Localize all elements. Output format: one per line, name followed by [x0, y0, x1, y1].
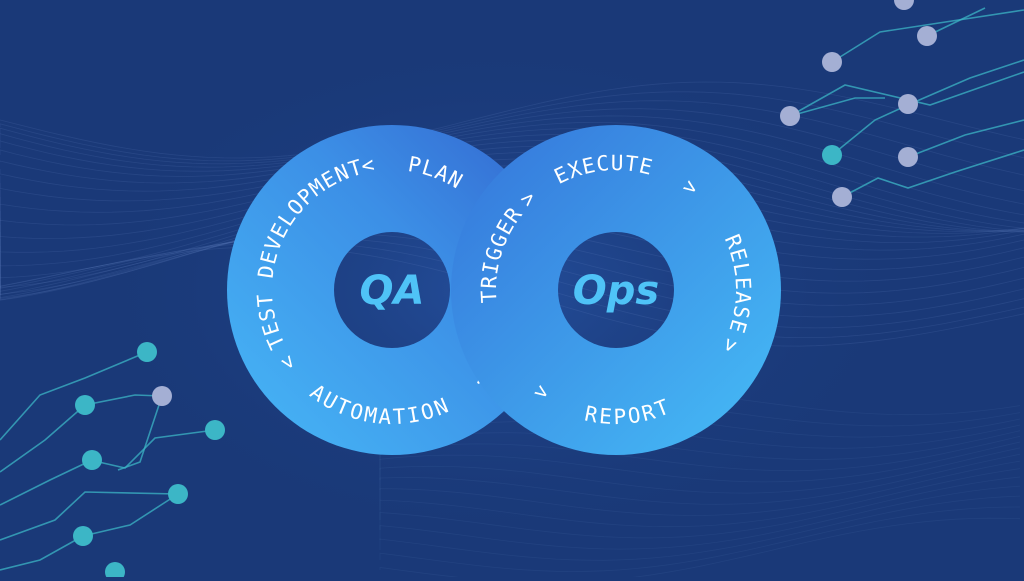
circuit-node [105, 562, 125, 581]
stage-label-report: R [583, 402, 600, 428]
stage-label-release: E [731, 276, 756, 290]
ops-ring-shape [451, 125, 781, 455]
circuit-node [898, 94, 918, 114]
stage-label-automation: I [405, 402, 422, 428]
ops-center-label: Ops [573, 268, 659, 314]
circuit-node [205, 420, 225, 440]
wave-line [379, 468, 1021, 528]
stage-label-plan: P [406, 152, 423, 178]
stage-label-execute: E [580, 153, 598, 179]
stage-label-test-development: S [254, 306, 280, 323]
wave-line [379, 506, 1021, 572]
wave-line [0, 151, 1024, 232]
wave-line [379, 460, 1021, 516]
stage-label-test-development: E [256, 248, 282, 266]
stage-label-report: O [626, 403, 642, 429]
circuit-trace [841, 149, 1024, 198]
stage-label-trigger: T [477, 289, 502, 303]
circuit-trace [89, 429, 216, 469]
circuit-node [832, 187, 852, 207]
circuit-node [137, 342, 157, 362]
circuit-node [917, 26, 937, 46]
wave-line [0, 158, 1024, 239]
stage-label-report: E [598, 404, 613, 429]
stage-label-test-development: D [254, 264, 280, 280]
wave-line [0, 115, 1024, 205]
stage-label-automation: T [392, 404, 406, 429]
wave-line [0, 91, 1024, 162]
circuit-node [780, 106, 800, 126]
circuit-trace [0, 351, 148, 441]
circuit-node [894, 0, 914, 10]
wave-line [0, 108, 1024, 192]
stage-label-automation: A [378, 404, 392, 429]
stage-arrow: < [359, 152, 376, 178]
wave-line [0, 122, 1024, 216]
wave-line [0, 100, 1024, 176]
wave-line [379, 476, 1021, 539]
wave-line [379, 485, 1021, 550]
stage-label-execute: E [637, 153, 655, 179]
stage-label-execute: U [611, 151, 624, 175]
circuit-trace [789, 71, 1024, 117]
circuit-trace [926, 7, 986, 37]
stage-label-execute: T [624, 151, 640, 176]
stage-label-release: E [725, 246, 752, 265]
qa-center-label: QA [360, 268, 425, 314]
wave-line [379, 435, 1021, 472]
circuit-node [168, 484, 188, 504]
circuit-trace [0, 491, 179, 541]
wave-line [0, 128, 1024, 224]
stage-label-report: P [613, 405, 626, 429]
circuit-node [152, 386, 172, 406]
circuit-trace [789, 97, 885, 117]
circuit-node [822, 145, 842, 165]
stage-label-release: S [728, 304, 754, 321]
wave-line [379, 453, 1021, 505]
circuit-node [73, 526, 93, 546]
circuit-trace [82, 493, 179, 537]
circuit-trace [0, 459, 93, 506]
circuit-trace [0, 535, 84, 571]
stage-label-automation: M [362, 402, 379, 428]
circuit-trace [117, 395, 163, 471]
wave-line [379, 495, 1021, 561]
circuit-node [822, 52, 842, 72]
wave-line [379, 447, 1021, 494]
wave-line [0, 165, 1024, 253]
stage-label-release: L [728, 261, 754, 277]
stage-label-release: A [730, 291, 755, 305]
circuit-trace [831, 9, 1024, 63]
circuit-trace [907, 119, 1024, 158]
stage-label-execute: C [595, 151, 610, 176]
stage-label-trigger: I [478, 260, 504, 277]
wave-line [0, 145, 1024, 233]
stage-label-trigger: R [477, 275, 502, 289]
circuit-node [75, 395, 95, 415]
circuit-node [898, 147, 918, 167]
stage-label-test-development: T [253, 293, 278, 308]
wave-line [379, 441, 1021, 483]
wave-line [0, 133, 1024, 229]
circuit-node [82, 450, 102, 470]
